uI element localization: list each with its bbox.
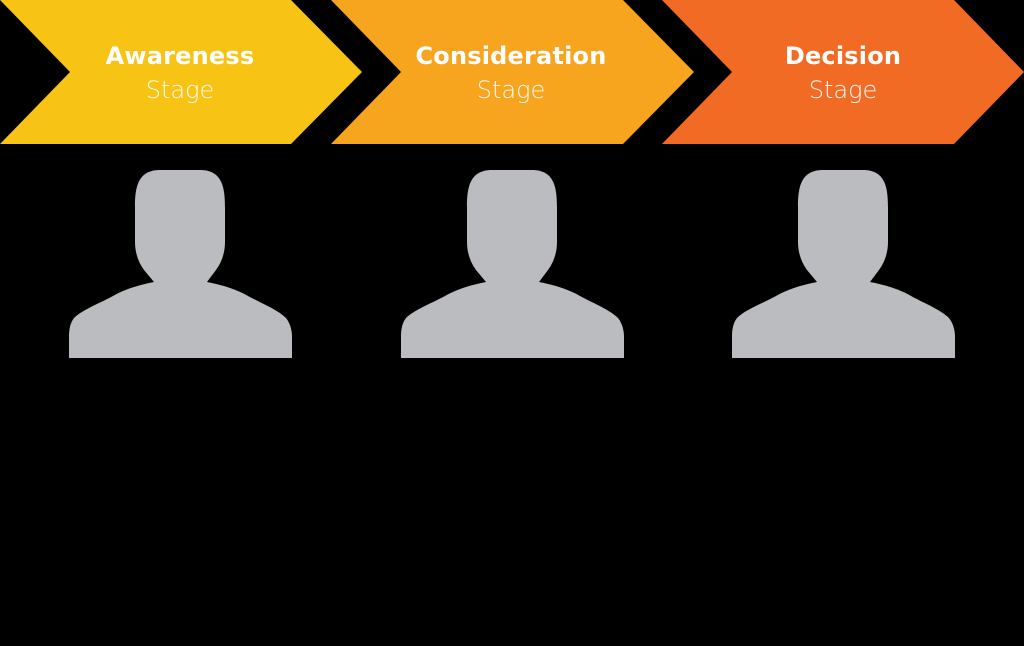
stage-subtitle: Stage [476, 75, 546, 104]
chevron-arrow-icon [662, 0, 1024, 144]
stage-title: Consideration [415, 41, 607, 70]
stage-consideration: Consideration Stage [331, 0, 695, 145]
stage-subtitle: Stage [145, 75, 215, 104]
persona-awareness [68, 162, 293, 359]
person-silhouette-icon [732, 170, 955, 358]
stage-decision: Decision Stage [662, 0, 1024, 145]
chevron-arrow-icon [331, 0, 694, 144]
stage-awareness: Awareness Stage [0, 0, 364, 145]
persona-consideration [400, 162, 625, 359]
stage-title: Decision [784, 41, 902, 70]
stage-subtitle: Stage [808, 75, 878, 104]
person-silhouette-icon [69, 170, 292, 358]
chevron-arrow-icon [0, 0, 362, 144]
person-silhouette-icon [401, 170, 624, 358]
persona-decision [731, 162, 956, 359]
stage-title: Awareness [105, 41, 255, 70]
